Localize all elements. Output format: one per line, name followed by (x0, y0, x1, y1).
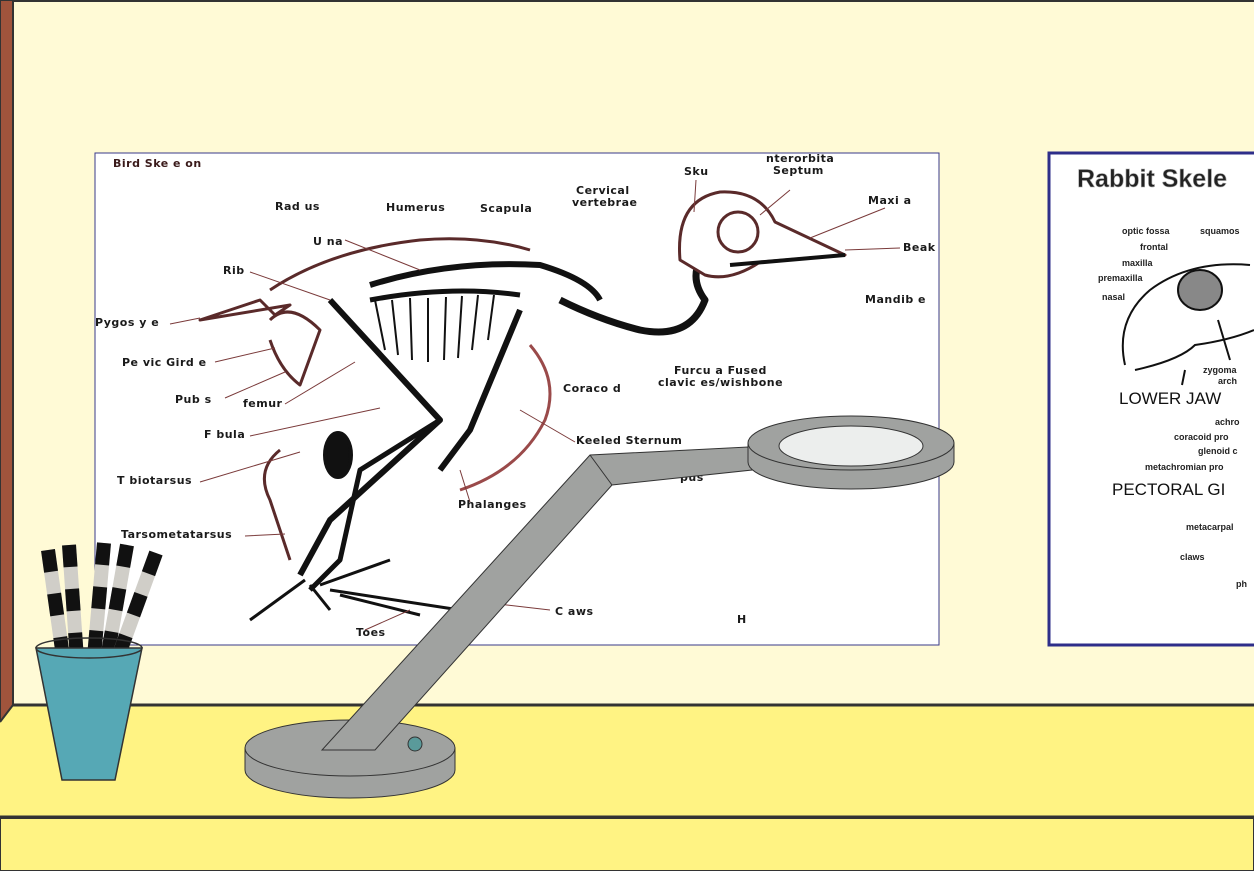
label-skull: Sku (684, 165, 709, 178)
label-fibula: F bula (204, 428, 245, 441)
pencils (41, 542, 163, 664)
label-tarsometatarsus: Tarsometatarsus (121, 528, 232, 541)
desk (0, 703, 1254, 871)
label-pubis: Pub s (175, 393, 212, 406)
rabbit-label-zygomatic: zygoma (1203, 365, 1238, 375)
magnifying-glass[interactable] (244, 415, 955, 799)
rabbit-label-metacarpal: metacarpal (1186, 522, 1234, 532)
poster-title: Bird Ske e on (113, 157, 202, 170)
rabbit-label-premaxilla: premaxilla (1098, 273, 1144, 283)
bird-skeleton-drawing (198, 190, 847, 622)
label-h: H (737, 613, 747, 626)
magnifier-knob[interactable] (407, 736, 423, 752)
label-interorbital: nterorbita (766, 152, 834, 165)
label-rib: Rib (223, 264, 245, 277)
label-scapula: Scapula (480, 202, 532, 215)
label-furcula: Furcu a Fused (674, 364, 767, 377)
leader-lines (169, 179, 901, 631)
rabbit-label-glenoid: glenoid c (1198, 446, 1238, 456)
label-coracoid: Coraco d (563, 382, 621, 395)
rabbit-label-frontal: frontal (1140, 242, 1168, 252)
rabbit-skeleton-poster[interactable]: Rabbit Skele optic fossa squamos frontal… (1047, 151, 1254, 647)
bird-skeleton-poster[interactable]: Bird Ske e on Rad us Humerus Scapula Cer… (94, 152, 940, 646)
rabbit-skull-drawing (1121, 263, 1254, 386)
label-ulna: U na (313, 235, 343, 248)
rabbit-poster-title: Rabbit Skele (1077, 165, 1227, 193)
label-cervical: Cervical (576, 184, 630, 197)
label-tibiotarsus: T biotarsus (117, 474, 192, 487)
rabbit-label-arch: arch (1218, 376, 1237, 386)
label-claws: C aws (555, 605, 594, 618)
label-femur: femur (243, 397, 283, 410)
label-mandible: Mandib e (865, 293, 926, 306)
rabbit-label-acromion: achro (1215, 417, 1240, 427)
top-border (0, 0, 1254, 2)
rabbit-label-metachromian: metachromian pro (1145, 462, 1224, 472)
label-maxilla: Maxi a (868, 194, 912, 207)
rabbit-label-claws: claws (1180, 552, 1205, 562)
label-septum: Septum (773, 164, 824, 177)
label-humerus: Humerus (386, 201, 445, 214)
label-pelvic-girdle: Pe vic Gird e (122, 356, 207, 369)
rabbit-label-maxilla: maxilla (1122, 258, 1154, 268)
rabbit-label-pectoral-girdle: PECTORAL GI (1112, 480, 1225, 499)
label-keeled-sternum: Keeled Sternum (576, 434, 682, 447)
wall-edge (0, 0, 14, 723)
pencil-cup[interactable] (35, 542, 163, 781)
cup-body (35, 647, 143, 781)
rabbit-label-coracoid: coracoid pro (1174, 432, 1229, 442)
rabbit-label-nasal: nasal (1102, 292, 1125, 302)
label-radius: Rad us (275, 200, 320, 213)
label-pygostyle: Pygos y e (95, 316, 159, 329)
label-phalanges: Phalanges (458, 498, 527, 511)
magnifier-lens[interactable] (778, 425, 924, 467)
label-toes: Toes (356, 626, 386, 639)
rabbit-label-optic-fossa: optic fossa (1122, 226, 1171, 236)
rabbit-label-phalanges: ph (1236, 579, 1247, 589)
rabbit-label-lower-jaw: LOWER JAW (1119, 389, 1221, 408)
label-beak: Beak (903, 241, 936, 254)
label-clavicles: clavic es/wishbone (658, 376, 783, 389)
label-vertebrae: vertebrae (572, 196, 637, 209)
rabbit-label-squamosal: squamos (1200, 226, 1240, 236)
